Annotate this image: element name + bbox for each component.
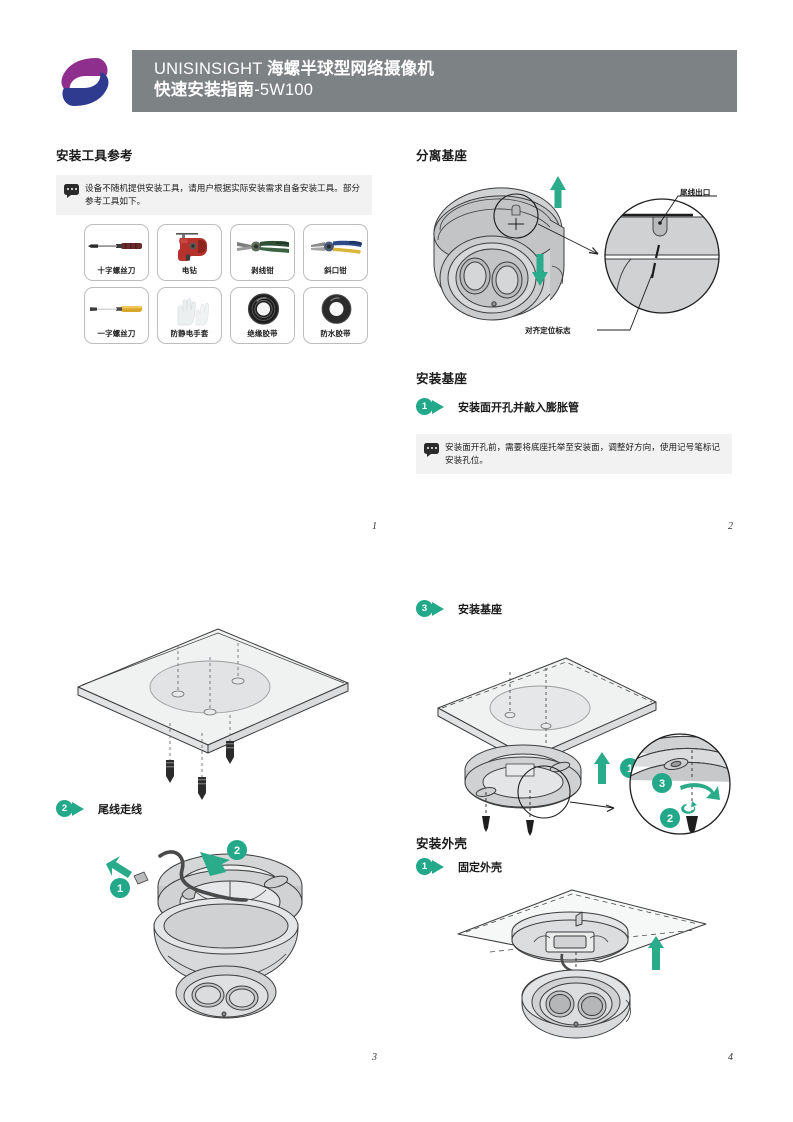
tool-card-insulating-tape: 绝缘胶带: [230, 287, 295, 344]
tool-label: 防静电手套: [170, 329, 209, 338]
ceiling-drill-figure: [60, 615, 360, 805]
tools-note-text: 设备不随机提供安装工具，请用户根据实际安装需求自备安装工具。部分参考工具如下。: [85, 183, 361, 206]
step-install-base-1: 1 安装面开孔并敲入膨胀管: [416, 398, 579, 415]
wire-stripper-icon: [231, 229, 294, 263]
tools-row-2: 一字螺丝刀 防静电手套: [84, 287, 370, 344]
title-line-1: UNISINSIGHT 海螺半球型网络摄像机: [154, 59, 737, 80]
title-en: UNISINSIGHT: [154, 60, 263, 78]
step-arrow-icon: [432, 859, 444, 874]
tools-heading: 安装工具参考: [56, 149, 133, 163]
tool-card-antistatic-gloves: 防静电手套: [157, 287, 222, 344]
diagonal-cutter-icon: [304, 229, 367, 263]
install-shell-figure: [450, 880, 740, 1045]
tool-label: 剥线钳: [251, 266, 274, 275]
callout-tail-outlet: 尾线出口: [680, 188, 711, 197]
svg-text:1: 1: [117, 883, 123, 895]
step-badge: 1: [416, 398, 433, 415]
antistatic-gloves-icon: [158, 292, 221, 326]
page-number-4: 4: [728, 1052, 733, 1063]
tool-label: 斜口钳: [324, 266, 347, 275]
step-text: 尾线走线: [98, 803, 142, 816]
tool-card-diagonal-cutter: 斜口钳: [303, 224, 368, 281]
install-base-note-text: 安装面开孔前，需要将底座托举至安装面，调整好方向，使用记号笔标记安装孔位。: [445, 442, 721, 465]
step-arrow-icon: [432, 399, 444, 414]
title-line-2: 快速安装指南-5W100: [154, 80, 737, 101]
note-bubble-icon: [424, 443, 439, 457]
title-cn: 海螺半球型网络摄像机: [267, 60, 435, 78]
tool-label: 十字螺丝刀: [97, 266, 136, 275]
tool-label: 防水胶带: [320, 329, 351, 338]
tool-label: 一字螺丝刀: [97, 329, 136, 338]
tools-note: 设备不随机提供安装工具，请用户根据实际安装需求自备安装工具。部分参考工具如下。: [56, 175, 372, 215]
step-arrow-icon: [72, 801, 84, 816]
page-number-1: 1: [372, 521, 377, 532]
document-header: UNISINSIGHT 海螺半球型网络摄像机 快速安装指南-5W100: [56, 50, 737, 112]
step-install-base-3: 3 安装基座: [416, 600, 502, 617]
flat-screwdriver-icon: [85, 292, 148, 326]
page-number-2: 2: [728, 521, 733, 532]
waterproof-tape-icon: [304, 292, 367, 326]
unisinsight-logo: [56, 54, 114, 110]
step-arrow-icon: [432, 601, 444, 616]
tool-card-electric-drill: 电钻: [157, 224, 222, 281]
note-bubble-icon: [64, 184, 79, 198]
step-install-base-2: 2 尾线走线: [56, 800, 142, 817]
install-base-note: 安装面开孔前，需要将底座托举至安装面，调整好方向，使用记号笔标记安装孔位。: [416, 434, 732, 474]
title-band: UNISINSIGHT 海螺半球型网络摄像机 快速安装指南-5W100: [132, 50, 737, 112]
install-shell-heading: 安装外壳: [416, 837, 468, 851]
install-base-heading: 安装基座: [416, 372, 468, 386]
step-badge: 2: [56, 800, 73, 817]
subtitle-model: -5W100: [254, 81, 314, 99]
tools-grid: 十字螺丝刀 电钻: [84, 224, 370, 350]
tool-label: 电钻: [181, 266, 198, 275]
subtitle-cn: 快速安装指南: [154, 81, 255, 99]
tools-row-1: 十字螺丝刀 电钻: [84, 224, 370, 281]
step-text: 固定外壳: [458, 861, 502, 874]
step-badge: 1: [416, 858, 433, 875]
step-text: 安装基座: [458, 603, 502, 616]
separate-base-figure: [412, 168, 742, 353]
insulating-tape-icon: [231, 292, 294, 326]
step-badge: 3: [416, 600, 433, 617]
separate-base-heading: 分离基座: [416, 149, 468, 163]
page-number-3: 3: [372, 1052, 377, 1063]
callout-align-mark: 对齐定位标志: [525, 326, 571, 335]
tool-label: 绝缘胶带: [247, 329, 278, 338]
install-base-figure: 1: [418, 640, 738, 836]
tail-wiring-figure: 1 2: [90, 838, 360, 1038]
tool-card-phillips-screwdriver: 十字螺丝刀: [84, 224, 149, 281]
tool-card-wire-stripper: 剥线钳: [230, 224, 295, 281]
step-text: 安装面开孔并敲入膨胀管: [458, 401, 579, 414]
tool-card-flat-screwdriver: 一字螺丝刀: [84, 287, 149, 344]
svg-text:1: 1: [627, 763, 633, 775]
svg-text:3: 3: [659, 778, 665, 790]
electric-drill-icon: [158, 229, 221, 263]
step-install-shell-1: 1 固定外壳: [416, 858, 502, 875]
svg-text:2: 2: [667, 813, 673, 825]
tool-card-waterproof-tape: 防水胶带: [303, 287, 368, 344]
svg-text:2: 2: [234, 845, 240, 857]
phillips-screwdriver-icon: [85, 229, 148, 263]
